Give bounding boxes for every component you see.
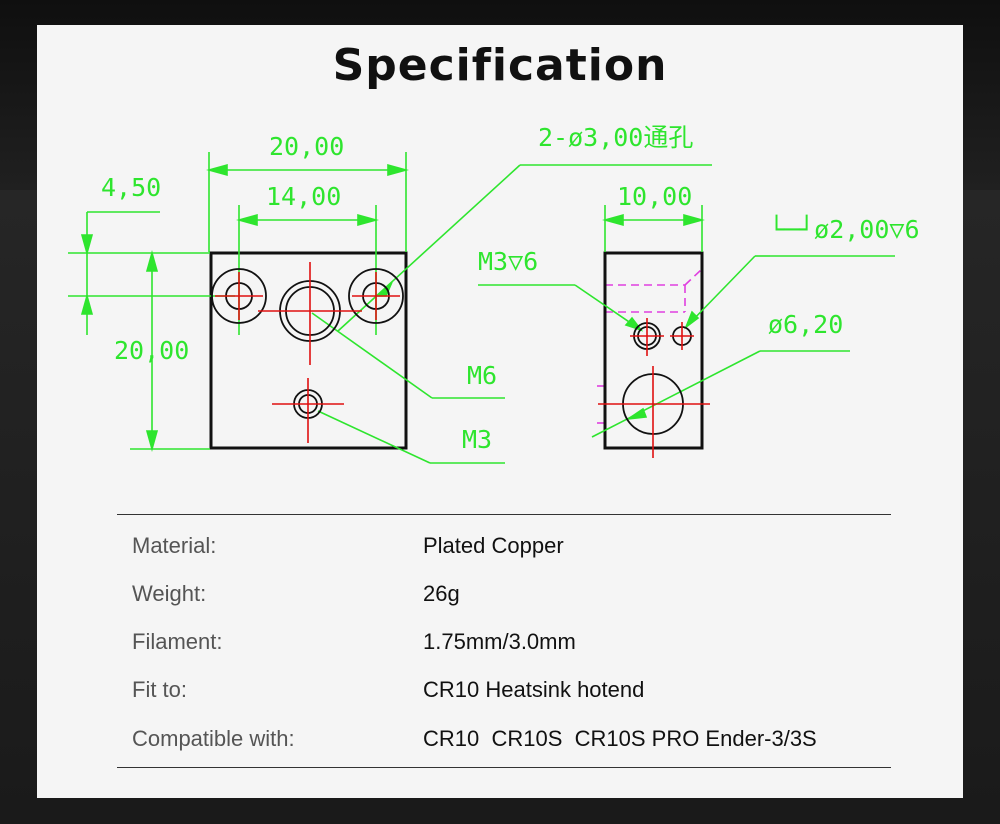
side-m3-label: M3▽6	[478, 247, 538, 276]
spec-value: CR10 Heatsink hotend	[423, 677, 645, 702]
front-height-label: 20,00	[114, 336, 189, 365]
big-hole-label: ø6,20	[768, 310, 843, 339]
small-hole-label: └─┘ø2,00▽6	[769, 214, 920, 244]
side-view: 10,00 M3▽6 └─┘ø2,00▽6 ø6,20	[478, 182, 920, 458]
page-title: Specification	[332, 40, 668, 91]
front-width-label: 20,00	[269, 132, 344, 161]
spec-value: Plated Copper	[423, 533, 564, 558]
spec-row-fit: Fit to: CR10 Heatsink hotend	[117, 675, 891, 705]
side-width-label: 10,00	[617, 182, 692, 211]
spec-row-weight: Weight: 26g	[117, 579, 891, 609]
spec-table: Material: Plated Copper Weight: 26g Fila…	[117, 514, 891, 768]
spec-row-material: Material: Plated Copper	[117, 531, 891, 561]
spec-value: CR10 CR10S CR10S PRO Ender-3/3S	[423, 726, 817, 751]
m3-label: M3	[462, 425, 492, 454]
front-view: 20,00 14,00 4,50 20,00 2-ø3,00通孔 M6 M3	[68, 123, 712, 464]
spec-label: Fit to:	[132, 677, 188, 702]
through-hole-label: 2-ø3,00通孔	[538, 123, 693, 152]
hidden-lines	[597, 268, 703, 424]
m6-label: M6	[467, 361, 497, 390]
spec-label: Compatible with:	[132, 726, 295, 751]
front-spacing-label: 14,00	[266, 182, 341, 211]
front-centerlines	[215, 262, 400, 443]
spec-row-filament: Filament: 1.75mm/3.0mm	[117, 627, 891, 657]
spec-label: Filament:	[132, 629, 223, 654]
spec-value: 1.75mm/3.0mm	[423, 629, 576, 654]
spec-label: Material:	[132, 533, 217, 558]
spec-value: 26g	[423, 581, 460, 606]
spec-label: Weight:	[132, 581, 207, 606]
front-offset-label: 4,50	[101, 173, 161, 202]
spec-card	[37, 25, 963, 798]
side-dimension-lines	[478, 205, 895, 438]
front-block-outline	[209, 251, 408, 450]
front-dimension-lines	[68, 152, 712, 464]
side-centerlines	[598, 318, 710, 458]
spec-row-compatible: Compatible with: CR10 CR10S CR10S PRO En…	[117, 724, 891, 754]
